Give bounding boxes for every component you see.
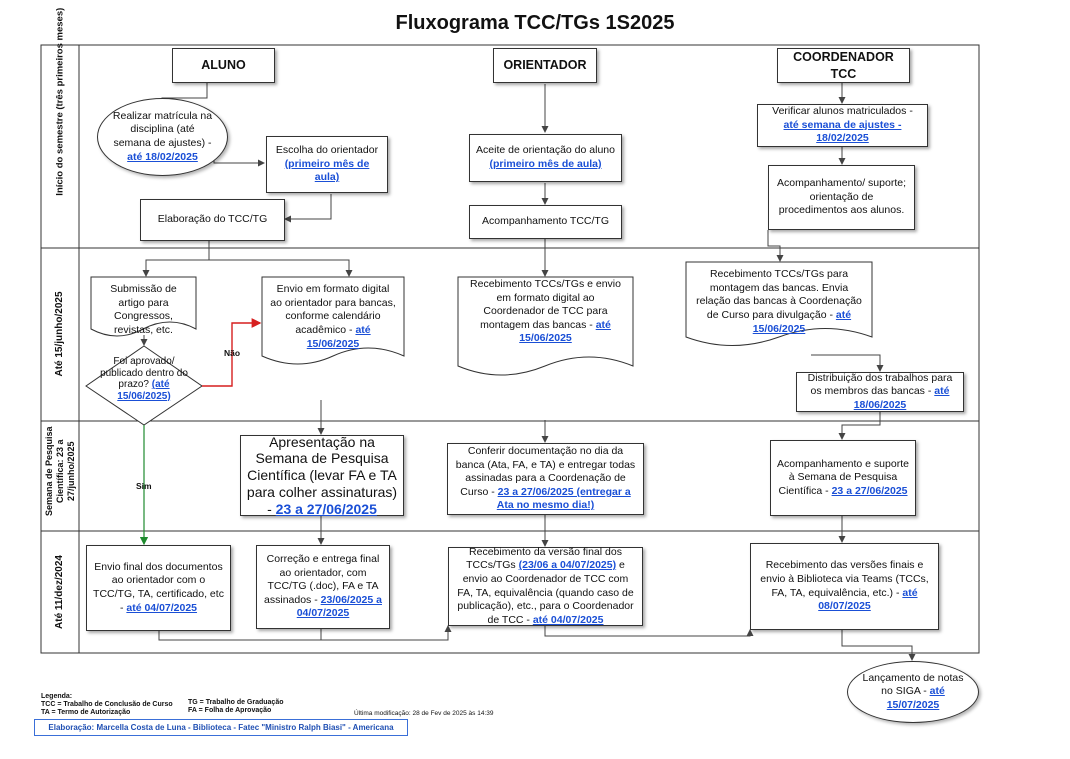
node-escolha-orientador: Escolha do orientador(primeiro mês de au… xyxy=(266,136,388,193)
edge-label-sim: Sim xyxy=(136,481,152,491)
header-orientador: ORIENTADOR xyxy=(493,48,597,83)
recebimento-coord-shape xyxy=(685,261,873,346)
legend-ta: TA = Termo de Autorização xyxy=(41,709,131,717)
node-envio-final: Envio final dos documentos ao orientador… xyxy=(86,545,231,631)
lane-label-semana: Semana de Pesquisa Científica: 23 a 27/j… xyxy=(43,426,76,516)
node-apresentacao: Apresentação na Semana de Pesquisa Cient… xyxy=(240,434,404,517)
edge-label-nao: Não xyxy=(224,348,241,358)
legend-fa: FA = Folha de Aprovação xyxy=(188,707,272,715)
link-distribuicao[interactable]: até 18/06/2025 xyxy=(853,385,950,411)
node-aceite: Aceite de orientação do aluno(primeiro m… xyxy=(469,134,622,182)
link-recebimento-final-prazo[interactable]: até 04/07/2025 xyxy=(532,613,604,626)
link-recebimento-final-periodo[interactable]: (23/06 a 04/07/2025) xyxy=(518,559,617,572)
node-foi-aprovado: Foi aprovado/ publicado dentro do prazo?… xyxy=(100,356,188,402)
node-conferir: Conferir documentação no dia da banca (A… xyxy=(447,443,644,515)
header-aluno: ALUNO xyxy=(172,48,275,83)
submissao-shape xyxy=(90,276,197,337)
node-recebimento-orient: Recebimento TCCs/TGs e envio em formato … xyxy=(470,277,621,345)
link-foi-aprovado[interactable]: (até 15/06/2025) xyxy=(117,379,171,402)
last-modified: Última modificação: 28 de Fev de 2025 às… xyxy=(354,710,494,717)
node-lancamento: Lançamento de notas no SIGA - até 15/07/… xyxy=(847,661,979,723)
page-title: Fluxograma TCC/TGs 1S2025 xyxy=(395,12,675,34)
header-coordenador: COORDENADOR TCC xyxy=(777,48,910,83)
legend-title: Legenda: xyxy=(41,693,73,700)
node-verificar: Verificar alunos matriculados - até sema… xyxy=(757,104,928,147)
link-lancamento[interactable]: até 15/07/2025 xyxy=(886,685,945,711)
node-recebimento-coord: Recebimento TCCs/TGs para montagem das b… xyxy=(696,268,862,335)
link-recebimento-orient[interactable]: até 15/06/2025 xyxy=(519,318,611,345)
node-matricula: Realizar matrícula na disciplina (até se… xyxy=(97,98,228,176)
link-recebimento-versoes[interactable]: até 08/07/2025 xyxy=(818,586,918,613)
legend-secondary: TG = Trabalho de Graduação FA = Folha de… xyxy=(188,699,284,715)
link-verificar[interactable]: até semana de ajustes - 18/02/2025 xyxy=(783,118,902,145)
link-escolha[interactable]: (primeiro mês de aula) xyxy=(284,157,370,184)
legend-tcc: TCC = Trabalho de Conclusão de Curso xyxy=(41,701,173,709)
link-conferir[interactable]: 23 a 27/06/2025 (entregar a Ata no mesmo… xyxy=(496,485,631,512)
envio-digital-shape xyxy=(261,276,405,365)
link-aceite[interactable]: (primeiro mês de aula) xyxy=(489,158,602,170)
link-recebimento-coord[interactable]: até 15/06/2025 xyxy=(752,308,852,335)
recebimento-orient-shape xyxy=(457,276,634,376)
link-correcao[interactable]: 23/06/2025 a 04/07/2025 xyxy=(296,593,382,620)
legend-tg: TG = Trabalho de Graduação xyxy=(188,699,284,706)
legend: Legenda: TCC = Trabalho de Conclusão de … xyxy=(41,693,173,717)
node-distribuicao: Distribuição dos trabalhos para os membr… xyxy=(796,372,964,412)
lane-label-inicio: Início do semestre (três primeiros meses… xyxy=(54,7,66,196)
node-envio-digital: Envio em formato digital ao orientador p… xyxy=(270,283,396,350)
node-acompanhamento-semana: Acompanhamento e suporte à Semana de Pes… xyxy=(770,440,916,516)
node-elaboracao: Elaboração do TCC/TG xyxy=(140,199,285,241)
diagram-frame xyxy=(40,44,980,654)
node-recebimento-final: Recebimento da versão final dos TCCs/TGs… xyxy=(448,546,643,626)
link-matricula[interactable]: até 18/02/2025 xyxy=(127,150,198,163)
link-envio-digital[interactable]: até 15/06/2025 xyxy=(306,323,371,350)
node-correcao: Correção e entrega final ao orientador, … xyxy=(256,545,390,629)
node-recebimento-versoes: Recebimento das versões finais e envio à… xyxy=(750,543,939,630)
credit-box: Elaboração: Marcella Costa de Luna - Bib… xyxy=(34,719,408,736)
node-acompanhamento-tcc: Acompanhamento TCC/TG xyxy=(469,205,622,239)
node-suporte: Acompanhamento/ suporte; orientação de p… xyxy=(768,165,915,230)
link-envio-final[interactable]: até 04/07/2025 xyxy=(126,601,198,614)
link-acompanhamento-semana[interactable]: 23 a 27/06/2025 xyxy=(831,484,908,497)
node-submissao: Submissão de artigo para Congressos, rev… xyxy=(110,283,177,336)
link-apresentacao[interactable]: 23 a 27/06/2025 xyxy=(275,500,377,517)
